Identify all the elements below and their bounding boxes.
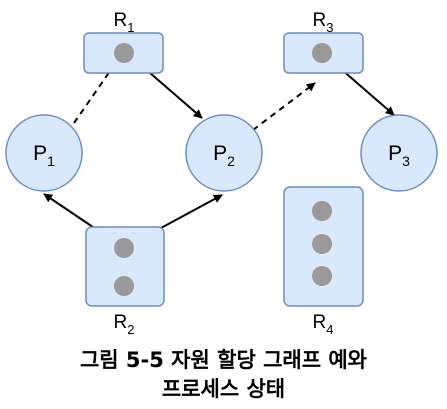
resource-r4: R4 <box>283 186 364 337</box>
resource-r2-box <box>85 226 165 307</box>
process-p3-label: P3 <box>388 142 410 169</box>
process-p2: P2 <box>185 114 263 192</box>
resource-r1: R1 <box>83 10 164 74</box>
edge-p2-to-r3-request <box>252 82 316 131</box>
resource-r3-instance <box>312 43 332 63</box>
resource-r4-instance-2 <box>312 234 332 254</box>
resource-r2-instance-1 <box>114 238 134 258</box>
resource-r4-instance-3 <box>312 266 332 286</box>
process-p3: P3 <box>360 114 438 192</box>
resource-r4-instance-1 <box>312 201 332 221</box>
process-p1-circle <box>5 114 83 192</box>
process-p2-label: P2 <box>213 142 235 169</box>
resource-r3-label: R3 <box>313 10 334 35</box>
process-p3-circle <box>360 114 438 192</box>
resource-r2-instance-2 <box>114 276 134 296</box>
resource-r1-label: R1 <box>114 10 135 35</box>
resource-r2: R2 <box>85 226 165 337</box>
resource-r4-label: R4 <box>313 312 334 337</box>
resource-r1-instance <box>114 43 134 63</box>
process-p1-label: P1 <box>33 142 55 169</box>
process-p2-circle <box>185 114 263 192</box>
figure-caption-line-1: 그림 5-5 자원 할당 그래프 예와 <box>79 348 367 372</box>
edge-p1-to-r1-request <box>73 60 118 124</box>
process-p1: P1 <box>5 114 83 192</box>
figure-caption-line-2: 프로세스 상태 <box>161 377 286 401</box>
resource-r2-label: R2 <box>114 312 135 337</box>
resource-r3: R3 <box>283 10 364 74</box>
